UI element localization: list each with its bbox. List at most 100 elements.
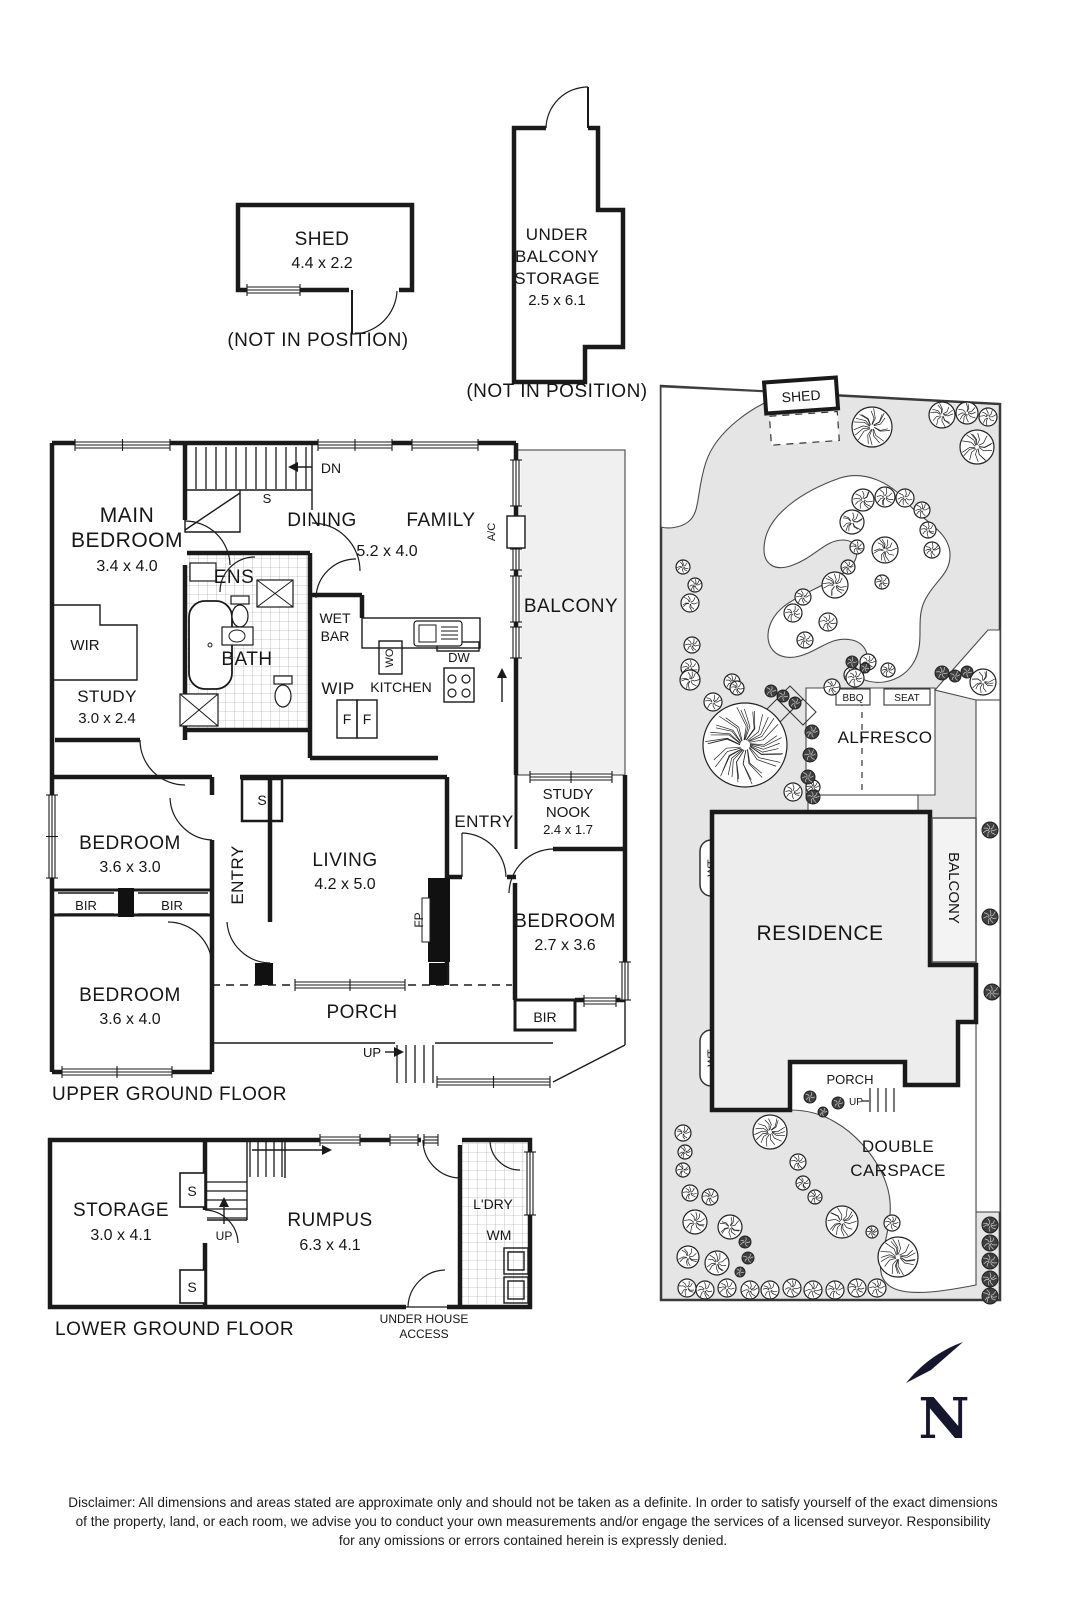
label-fp: FP (412, 912, 426, 927)
label-study-nook-1: STUDY (543, 786, 594, 803)
shrub-icon (981, 821, 999, 839)
shrub-icon (981, 1252, 999, 1270)
disclaimer-line-2: of the property, land, or each room, we … (76, 1514, 991, 1529)
tree-icon (919, 521, 937, 539)
tree-icon (674, 1124, 692, 1142)
fireplace (421, 878, 450, 962)
shrub-icon (803, 1090, 817, 1104)
tree-icon (871, 536, 899, 564)
lower-floor-title: LOWER GROUND FLOOR (55, 1319, 294, 1340)
label-kitchen: KITCHEN (370, 679, 431, 695)
label-entry-front: ENTRY (454, 812, 513, 831)
label-wo: WO (384, 648, 396, 667)
tree-icon (794, 588, 812, 606)
tree-icon (923, 541, 941, 559)
shrub-icon (800, 769, 816, 785)
upper-thin-lines (52, 443, 626, 1083)
tree-icon (717, 1214, 743, 1240)
dim-bedroom2: 3.6 x 3.0 (99, 859, 160, 876)
tree-icon (839, 509, 865, 535)
dim-bedroom4: 2.7 x 3.6 (534, 937, 595, 954)
tree-icon (883, 1214, 901, 1232)
dim-main-bedroom: 3.4 x 4.0 (96, 558, 157, 575)
shed-label: SHED (295, 229, 350, 250)
tree-icon (695, 1280, 715, 1300)
tree-icon (978, 407, 998, 427)
label-laundry: L'DRY (473, 1196, 513, 1212)
disclaimer: Disclaimer: All dimensions and areas sta… (68, 1495, 998, 1548)
label-bir3: BIR (533, 1009, 556, 1025)
shed-dim: 4.4 x 2.2 (291, 255, 352, 272)
windows (46, 284, 631, 1216)
site-residence-outline (709, 809, 979, 1113)
label-closet-s: S (257, 792, 266, 808)
shrub-icon (960, 665, 974, 679)
shrub-icon (788, 696, 802, 710)
shrub-icon (776, 689, 790, 703)
kitchen-fixtures (413, 620, 471, 698)
tree-icon (717, 1278, 737, 1298)
tree-icon (677, 1144, 693, 1160)
label-study-nook-2: NOOK (546, 804, 590, 821)
tree-icon (782, 1278, 802, 1298)
porch-post-2 (429, 963, 447, 985)
label-fridge-1: F (343, 711, 352, 727)
label-upper-up: UP (363, 1045, 381, 1060)
under-balcony-storage-outbuilding: UNDER BALCONY STORAGE 2.5 x 6.1 (NOT IN … (466, 86, 647, 402)
disclaimer-line-1: Disclaimer: All dimensions and areas sta… (68, 1495, 998, 1510)
shrub-icon (817, 1106, 829, 1118)
shed-door-arc (351, 290, 398, 335)
site-shed (761, 375, 841, 446)
dim-storage: 3.0 x 4.1 (90, 1227, 151, 1244)
tree-icon (851, 488, 875, 512)
tree-icon (796, 631, 814, 649)
site-balcony (931, 817, 977, 963)
label-wip: WIP (321, 679, 354, 698)
upper-ground-floor-plan: MAIN BEDROOM 3.4 x 4.0 DINING FAMILY 5.2… (49, 440, 628, 1105)
shrub-icon (948, 669, 962, 683)
site-plan: BBQ SEAT WT WT SHED ALFRESCO RESIDENCE B… (659, 375, 1002, 1305)
tree-icon (681, 1184, 699, 1202)
ubs-dim: 2.5 x 6.1 (528, 292, 586, 309)
tree-icon (969, 668, 997, 696)
tree-icon (702, 702, 788, 788)
lower-walls (47, 1137, 533, 1310)
label-site-balcony: BALCONY (945, 852, 962, 924)
ubs-door-arc (545, 86, 589, 129)
shrub-icon (981, 1287, 999, 1305)
tree-icon (874, 574, 890, 590)
tree-icon (847, 1278, 867, 1298)
tree-icon (845, 668, 865, 688)
tree-icon (840, 559, 856, 575)
label-carspace-2: CARSPACE (850, 1161, 945, 1180)
label-upper-balcony: BALCONY (524, 596, 618, 617)
label-ac: A/C (486, 523, 498, 541)
site-paths (660, 386, 1001, 1294)
lower-s-boxes (179, 1172, 206, 1304)
label-wm: WM (487, 1227, 512, 1243)
tree-icon (683, 636, 701, 654)
tree-icon (729, 680, 745, 696)
label-entry-hall: ENTRY (228, 845, 247, 904)
cooktop (447, 674, 471, 698)
tree-icon (740, 1280, 760, 1300)
label-stair-s: S (263, 491, 272, 506)
label-site-porch: PORCH (827, 1072, 874, 1087)
closet-s-box (240, 777, 284, 823)
north-arrow-icon (906, 1342, 963, 1383)
label-under-house-2: ACCESS (399, 1327, 448, 1341)
tree-icon (825, 1205, 859, 1239)
shrub-icon (805, 789, 821, 805)
label-study: STUDY (77, 687, 137, 706)
bir-divider (118, 888, 134, 917)
tree-icon (880, 662, 896, 678)
tree-icon (703, 692, 723, 712)
tree-icon (704, 1250, 730, 1276)
label-dn: DN (321, 460, 341, 476)
label-bedroom3: BEDROOM (79, 985, 181, 1006)
tree-icon (675, 1162, 691, 1178)
tree-icon (682, 1209, 708, 1235)
upper-door-arcs (139, 520, 554, 966)
tree-icon (687, 577, 703, 593)
